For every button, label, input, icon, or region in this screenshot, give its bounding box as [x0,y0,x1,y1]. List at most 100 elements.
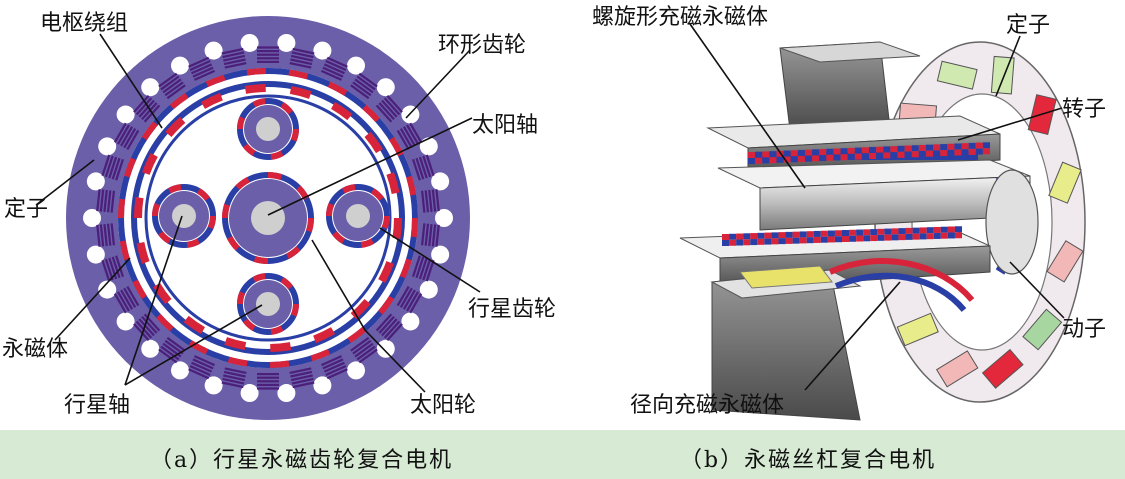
coil-turn [223,374,246,382]
coil-turn [110,223,115,246]
sun-gear-pm-segment [235,177,250,190]
coil-turn [352,81,372,97]
stator-slot [376,339,395,358]
coil-turn [415,157,425,180]
coil-turn [291,51,314,59]
coil-turn [320,355,342,367]
helical-pm-cell [947,232,955,239]
helical-pm-cell [954,149,962,156]
helical-pm-cell [919,233,927,240]
helical-pm-cell [757,238,765,245]
coil-turn [431,189,437,212]
planet-gear-right-pm-segment [326,202,335,217]
coil-turn [421,190,426,213]
coil-turn [425,154,435,177]
helical-pm-cell [750,239,758,246]
caption-b: （b）永磁丝杠复合电机 [680,448,937,473]
stator-pm-segment [205,74,226,88]
helical-pm-cell [925,144,934,151]
winding-coil [96,189,115,213]
coil-turn [120,289,134,310]
coil-turn [104,258,114,281]
ring-gear-pm-segment [224,337,247,350]
coil-turn [406,124,419,145]
planet-gear-bottom-pm-segment [242,318,256,331]
stator-tooth-magnet [1048,161,1082,204]
coil-turn [135,97,153,116]
helical-pm-cell [897,151,905,158]
stator-slot [86,245,105,264]
coil-turn [358,72,378,88]
coil-turn [378,102,395,121]
planet-gear-right-shaft [346,204,370,228]
coil-turn [412,158,421,181]
coil-turn [188,56,210,68]
label-ring-gear: 环形齿轮 [438,33,526,58]
coil-turn [113,293,127,314]
stator-pm-segment [141,121,158,141]
stator-slot [277,33,296,52]
coil-turn [166,336,186,352]
planet-gear-top-pm-segment [242,143,256,156]
helical-pm-cell [819,155,827,162]
coil-turn [101,154,111,177]
coil-turn [164,81,184,97]
coil-turn [141,102,158,121]
coil-turn [406,291,419,312]
helical-pm-cell [919,227,927,234]
ring-gear-pm-segment [270,342,292,352]
coil-turn [257,373,279,376]
helical-pm-cell [926,227,934,234]
stator-pm-segment [270,360,290,368]
ring-gear-pm-segment [244,84,266,94]
helical-pm-cell [842,236,850,242]
coil-turn [422,258,432,281]
coil-turn [221,381,244,389]
coil-turn [409,293,423,314]
helical-pm-checker-lower [722,226,962,246]
winding-coil [101,255,124,282]
winding-coil [412,154,435,181]
coil-turn [412,255,421,278]
winding-coil [257,373,279,390]
coil-turn [381,318,398,337]
helical-pm-cell [854,153,862,160]
winding-coil [320,56,348,81]
helical-pm-cell [799,231,807,238]
coil-turn [192,66,214,78]
planet-gear-right-pm-segment [360,238,374,248]
coil-turn [399,128,413,149]
label-sun-shaft: 太阳轴 [472,113,538,138]
coil-turn [428,224,433,247]
helical-pm-cell [813,230,821,237]
coil-turn [386,95,403,113]
coil-turn [378,315,395,334]
winding-coil [158,72,186,100]
planet-gear-left-pm-segment [186,238,200,248]
coil-turn [188,368,210,380]
helical-pm-cell [926,233,934,240]
helical-pm-cell [797,149,805,156]
coil-turn [108,156,118,179]
helical-pm-cell [840,154,848,161]
planetary-pm-gear-motor-diagram: 电枢绕组 环形齿轮 太阳轴 定子 行星齿轮 永磁体 行星轴 太阳轮 [2,11,556,420]
coil-turn [223,54,246,62]
helical-pm-cell [933,144,941,151]
helical-pm-cell [975,142,983,149]
coil-turn [115,255,124,278]
stator-top-face [779,41,921,63]
coil-turn [117,291,130,312]
helical-pm-cell [891,234,899,241]
ring-gear-pm-segment [183,315,206,335]
coil-turn [101,259,111,282]
coil-turn [415,256,425,279]
coil-turn [138,318,155,337]
ring-gear-pm-segment [201,92,223,109]
helical-pm-cell [819,149,827,156]
helical-pm-cell [904,145,912,152]
sun-gear-pm-segment [222,203,230,219]
winding-coil [188,56,216,81]
coil-turn [425,259,435,282]
ring-gear-pm-segment [378,261,394,283]
leader-pm-a [54,257,131,341]
